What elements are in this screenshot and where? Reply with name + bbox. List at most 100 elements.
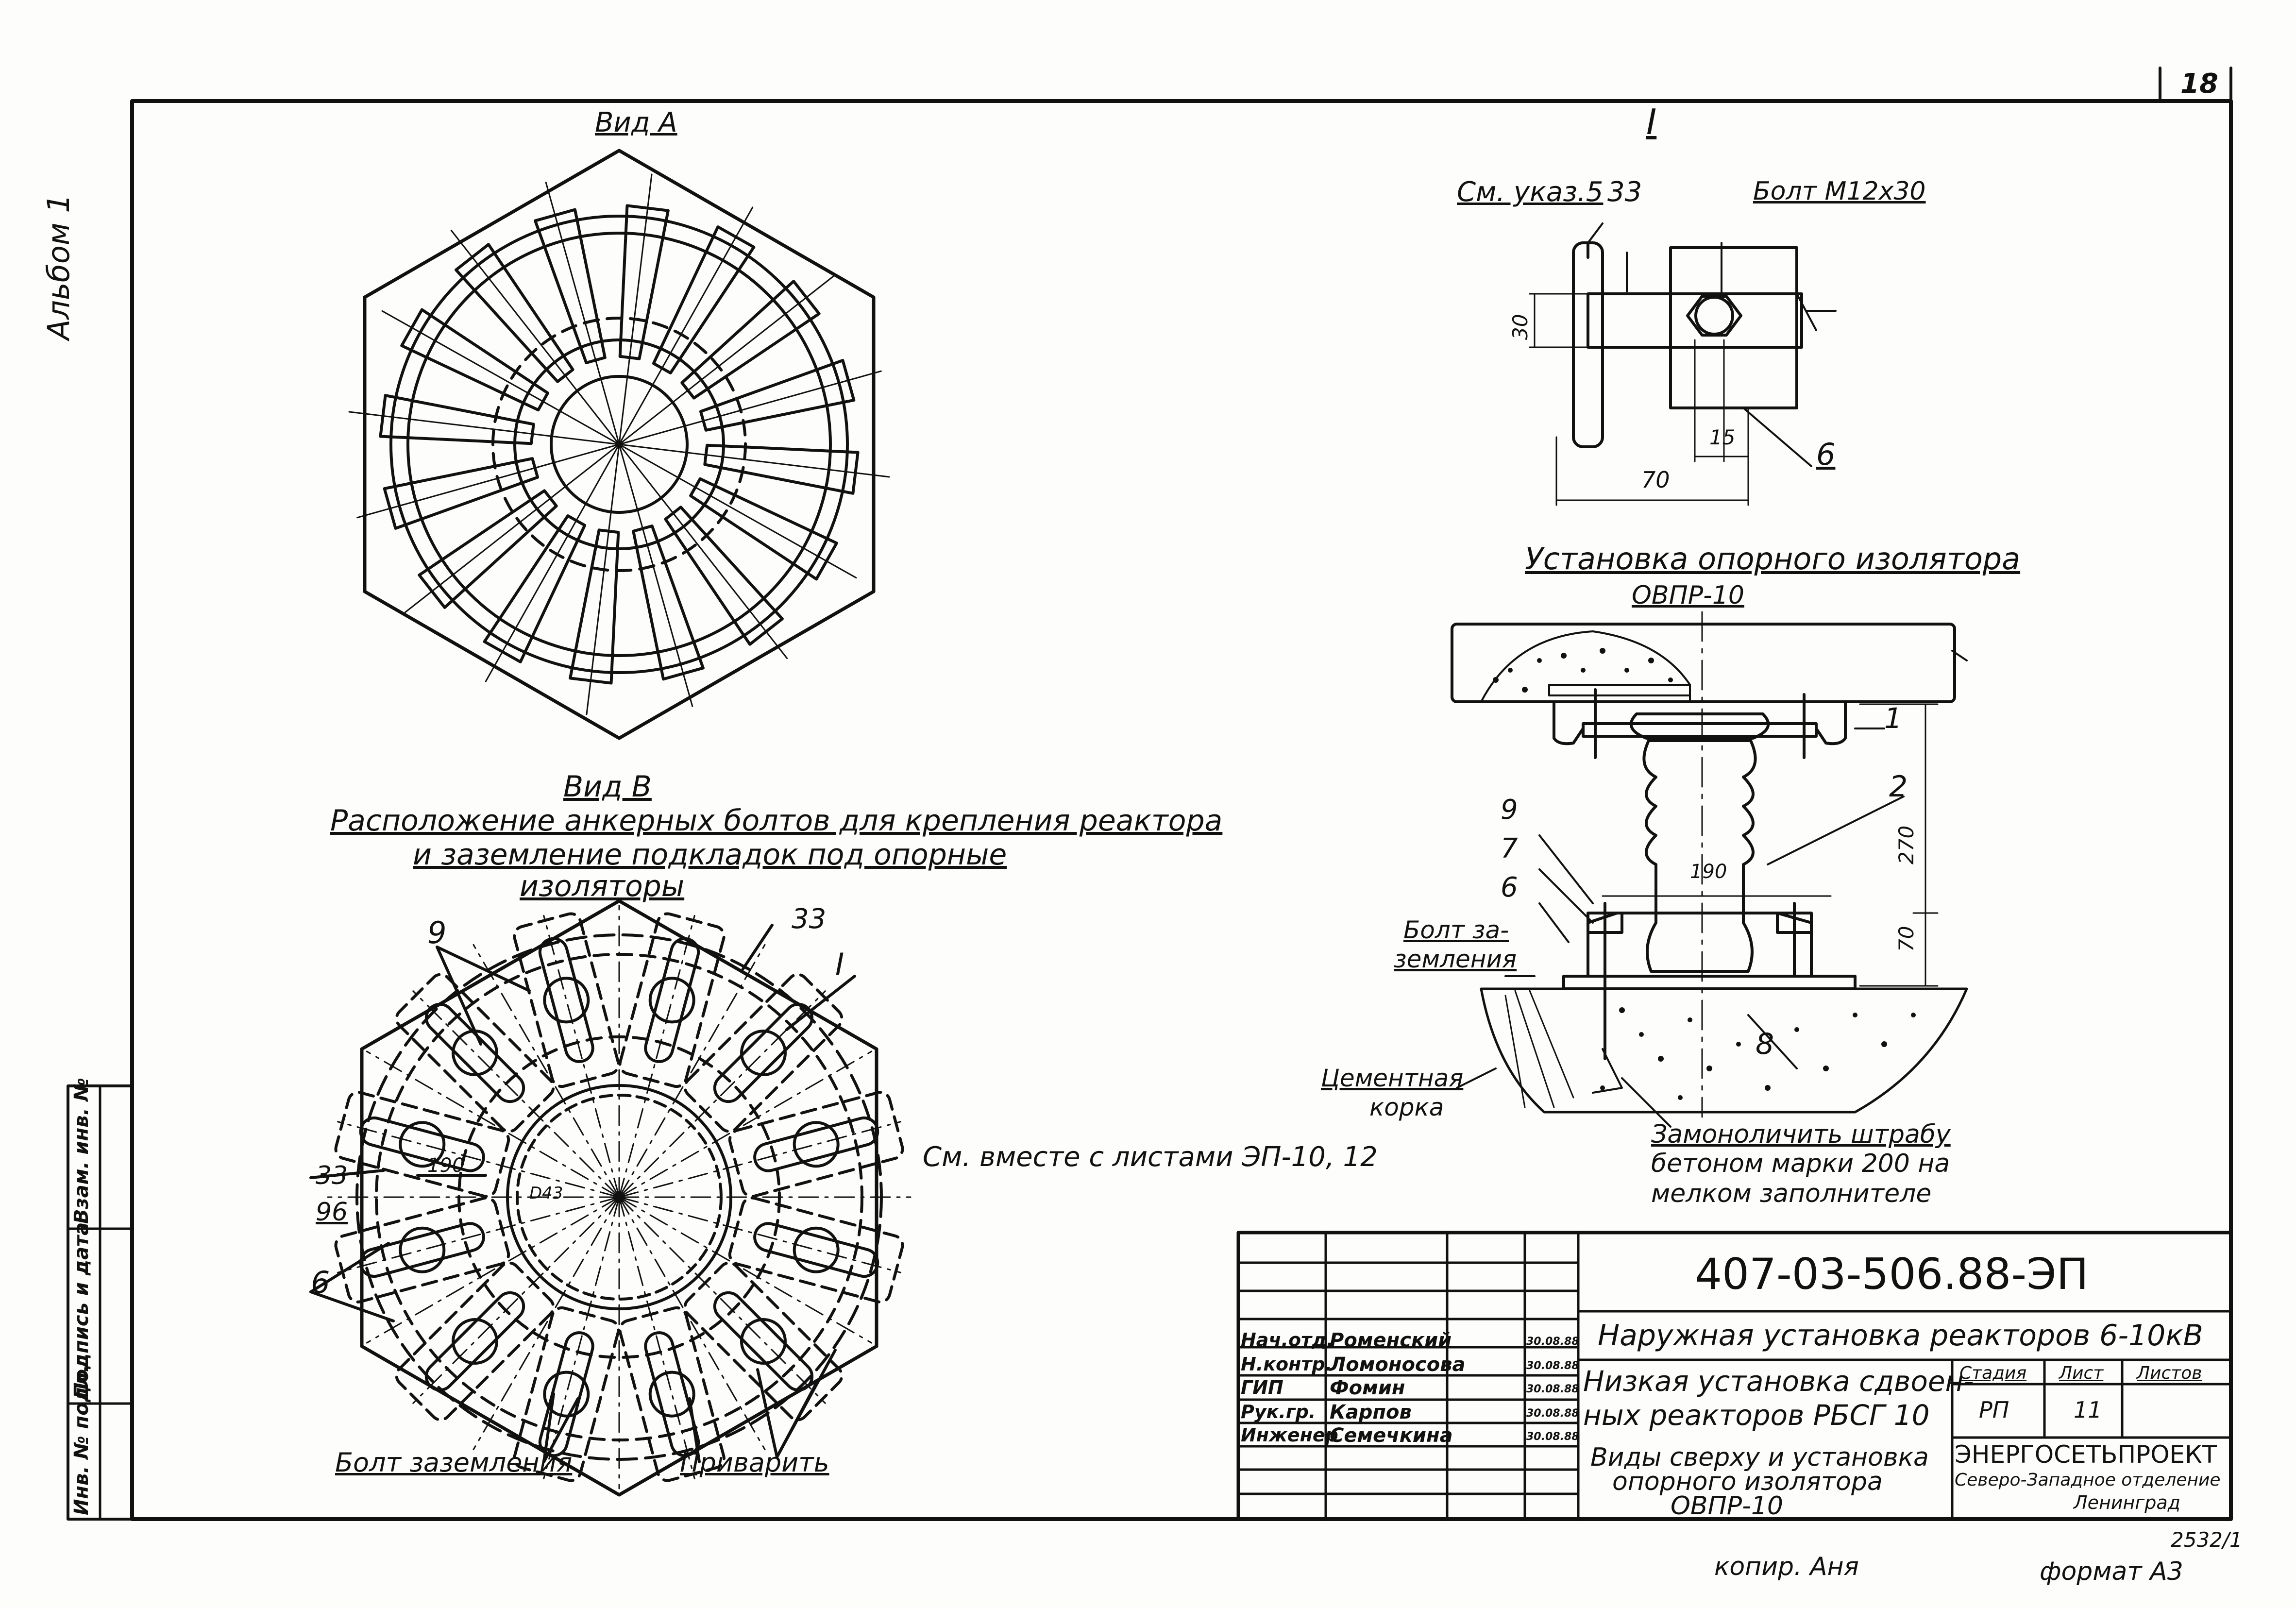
person-role: Н.контр. (1241, 1354, 1333, 1375)
view-b-callout-6: 6 (311, 1265, 330, 1300)
view-b-callout-9: 9 (427, 915, 447, 950)
person-date: 30.08.88 (1526, 1360, 1579, 1372)
person-role: Инженер (1241, 1424, 1338, 1446)
detail-i-callout-33: 33 (1607, 176, 1642, 208)
detail-i-title: I (1646, 102, 1657, 142)
view-b-caption-3: изоляторы (520, 869, 685, 903)
reactor-sector (400, 308, 549, 412)
sheet-name-3: ОВПР-10 (1671, 1491, 1783, 1521)
view-b-callout-33-top: 33 (792, 903, 827, 935)
center-line (485, 443, 620, 682)
install-callout-2: 2 (1889, 770, 1908, 804)
detail-i-dim-30: 30 (1508, 314, 1532, 340)
view-b-caption-1: Расположение анкерных болтов для креплен… (330, 804, 1223, 838)
view-b-dim-190: 190 (427, 1154, 465, 1177)
album-label: Альбом 1 (41, 194, 76, 340)
install-concrete-1: Замоноличить штрабу (1651, 1120, 1951, 1149)
center-line (618, 1121, 902, 1198)
center-line (366, 1196, 620, 1344)
center-line (618, 443, 788, 660)
detail-i-ref: См. указ.5 (1457, 176, 1604, 208)
view-b-callout-I: I (835, 947, 844, 982)
install-subtitle: ОВПР-10 (1632, 581, 1744, 610)
sheets-header: Листов (2137, 1363, 2202, 1383)
install-bolt-ground-2: земления (1394, 945, 1517, 973)
center-line (337, 1121, 620, 1198)
center-line (618, 1196, 873, 1344)
install-callout-9: 9 (1501, 794, 1518, 826)
side-stamp-signature: Подпись и дата (70, 1222, 93, 1399)
reactor-sector (632, 524, 705, 681)
view-b-title: Вид В (563, 770, 652, 804)
person-name: Роменский (1330, 1329, 1452, 1352)
view-b-dim-d43: D43 (529, 1184, 563, 1203)
view-b-callout-96: 96 (316, 1198, 348, 1227)
center-line (618, 206, 754, 445)
view-b-caption-2: и заземление подкладок под опорные (413, 838, 1007, 872)
center-line (473, 1196, 620, 1451)
reactor-sector (418, 489, 558, 609)
center-line (412, 1196, 620, 1404)
org-name-1: ЭНЕРГОСЕТЬПРОЕКТ (1955, 1440, 2217, 1469)
person-role: Нач.отд. (1241, 1329, 1334, 1351)
object-name: Наружная установка реакторов 6-10кВ (1598, 1319, 2203, 1353)
install-dim-70: 70 (1894, 926, 1918, 952)
reactor-sector (618, 204, 670, 360)
person-name: Фомин (1330, 1377, 1405, 1399)
stage-header: Стадия (1959, 1363, 2027, 1383)
sheet-number: 18 (2180, 68, 2218, 100)
drawing-frame (130, 99, 2233, 1521)
person-name: Карпов (1330, 1401, 1412, 1423)
person-date: 30.08.88 (1526, 1336, 1579, 1348)
install-title: Установка опорного изолятора (1525, 541, 2021, 576)
detail-i-bolt: Болт М12х30 (1753, 177, 1926, 206)
center-line (618, 1196, 695, 1480)
title-block-grid (1236, 1231, 2233, 1521)
sheet-note: См. вместе с листами ЭП-10, 12 (923, 1141, 1378, 1173)
insulator-installation-drawing (1451, 611, 1968, 1128)
install-callout-6: 6 (1501, 872, 1518, 903)
person-date: 30.08.88 (1526, 1407, 1579, 1420)
center-line (618, 443, 857, 579)
stage-value: РП (1979, 1397, 2009, 1423)
install-concrete-3: мелком заполнителе (1651, 1179, 1932, 1208)
format-label: формат А3 (2040, 1557, 2183, 1586)
center-line (381, 310, 620, 445)
reactor-sector (664, 506, 784, 646)
org-name-3: Ленинград (2074, 1492, 2180, 1513)
view-b-callout-33-left: 33 (316, 1161, 348, 1190)
reactor-sector (534, 208, 607, 365)
copy-label: копир. Аня (1714, 1552, 1859, 1581)
person-role: Рук.гр. (1241, 1401, 1316, 1422)
center-line (618, 275, 834, 445)
center-line (450, 229, 620, 445)
anchor-bolt-slot (513, 912, 620, 1088)
reactor-sector (455, 243, 574, 383)
install-bolt-ground-1: Болт за- (1403, 916, 1509, 944)
center-line (543, 914, 620, 1198)
anchor-bolt-slot (618, 912, 726, 1088)
detail-i-dim-70: 70 (1641, 467, 1670, 493)
view-b-drawing (309, 899, 912, 1497)
reactor-sector (699, 359, 856, 432)
detail-i-dim-15: 15 (1709, 425, 1736, 449)
center-line (618, 1196, 902, 1273)
center-line (412, 990, 620, 1198)
side-stamp-replace: Взам. инв. № (70, 1078, 93, 1224)
person-date: 30.08.88 (1526, 1431, 1579, 1443)
center-line (618, 1050, 873, 1198)
install-dim-190: 190 (1690, 861, 1727, 883)
install-callout-8: 8 (1756, 1027, 1774, 1061)
center-line (618, 1196, 826, 1404)
view-b-weld: Приварить (680, 1447, 829, 1478)
center-line (404, 443, 620, 613)
install-dim-270: 270 (1894, 825, 1918, 864)
reactor-sector (680, 280, 821, 400)
center-line (618, 914, 695, 1198)
center-line (356, 443, 620, 519)
center-line (366, 1050, 620, 1198)
org-name-2: Северо-Западное отделение (1955, 1470, 2221, 1490)
install-concrete-2: бетоном марки 200 на (1651, 1149, 1950, 1178)
center-line (473, 944, 620, 1198)
